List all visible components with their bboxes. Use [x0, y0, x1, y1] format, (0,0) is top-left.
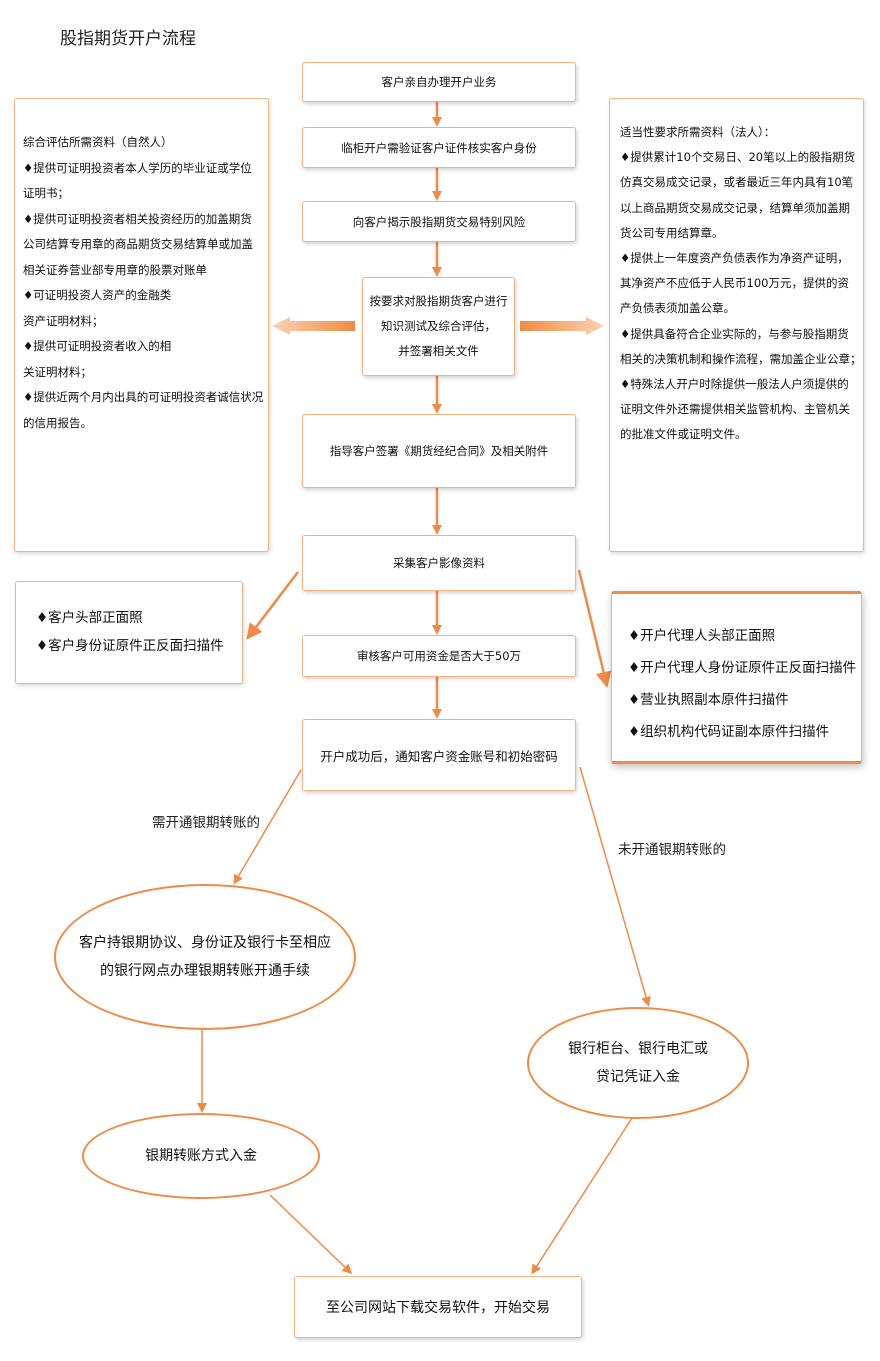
step-6-box: 采集客户影像资料 [302, 535, 576, 591]
ellipse-line: 贷记凭证入金 [596, 1069, 680, 1085]
left-panel-line: 证明书； [23, 186, 69, 200]
left-image-item: ♦客户头部正面照 [36, 610, 143, 626]
right-image-requirements: ♦开户代理人头部正面照 ♦开户代理人身份证原件正反面扫描件 ♦营业执照副本原件扫… [611, 591, 862, 764]
arrow-to-right-panel [520, 317, 604, 335]
branch-label-right: 未开通银期转账的 [618, 842, 726, 858]
arrow-to-left-branch [233, 769, 302, 885]
ellipse-line: 银行柜台、银行电汇或 [568, 1041, 708, 1057]
right-panel-line: 证明文件外还需提供相关监管机构、主管机关 [620, 402, 850, 417]
step-2-box: 临柜开户需验证客户证件核实客户身份 [302, 127, 576, 168]
step-5-box: 指导客户签署《期货经纪合同》及相关附件 [302, 414, 576, 488]
right-panel-line: 的批准文件或证明文件。 [620, 427, 747, 442]
arrow-right-ellipse-final [531, 1117, 633, 1275]
step-8-box: 开户成功后，通知客户资金账号和初始密码 [302, 719, 576, 791]
right-panel-line: 货公司专用结算章。 [620, 225, 724, 240]
bank-transfer-deposit-ellipse: 银期转账方式入金 [82, 1113, 320, 1199]
left-image-item: ♦客户身份证原件正反面扫描件 [36, 638, 224, 654]
left-panel-line: 相关证券营业部专用章的股票对账单 [23, 262, 207, 277]
left-panel-line: 的信用报告。 [23, 415, 92, 430]
left-image-requirements: ♦客户头部正面照 ♦客户身份证原件正反面扫描件 [15, 581, 243, 684]
arrow-ellipse2-final [269, 1194, 353, 1275]
right-panel-line: ♦提供累计10个交易日、20笔以上的股指期货 [620, 150, 856, 165]
step-4-line-1: 按要求对股指期货客户进行 [369, 294, 508, 308]
step-7-box: 审核客户可用资金是否大于50万 [302, 635, 576, 677]
right-image-item: ♦组织机构代码证副本原件扫描件 [628, 724, 830, 740]
left-panel-line: ♦提供近两个月内出具的可证明投资者诚信状况 [23, 390, 264, 404]
right-panel-line: 相关的决策机制和操作流程，需加盖企业公章； [620, 351, 862, 366]
ellipse-line: 客户持银期协议、身份证及银行卡至相应 [79, 935, 331, 951]
left-panel-line: ♦提供可证明投资者相关投资经历的加盖期货 [23, 211, 252, 226]
arrow-to-right-images [577, 569, 612, 688]
right-panel-line: ♦提供具备符合企业实际的，与参与股指期货 [620, 326, 849, 341]
left-panel-line: 关证明材料； [23, 364, 92, 379]
page-title: 股指期货开户流程 [60, 29, 196, 49]
final-step-box: 至公司网站下载交易软件，开始交易 [294, 1276, 582, 1338]
right-panel-line: ♦特殊法人开户时除提供一般法人户须提供的 [620, 377, 849, 392]
branch-label-left: 需开通银期转账的 [152, 815, 260, 831]
arrow-to-left-images [246, 571, 299, 640]
counter-deposit-ellipse: 银行柜台、银行电汇或 贷记凭证入金 [527, 1007, 749, 1119]
right-image-item: ♦开户代理人头部正面照 [628, 628, 776, 644]
arrow-to-left-panel [272, 317, 355, 335]
right-panel-line: ♦提供上一年度资产负债表作为净资产证明， [620, 251, 849, 266]
left-panel-line: ♦提供可证明投资者收入的相 [23, 339, 172, 353]
right-panel-line: 其净资产不应低于人民币100万元，提供的资 [620, 276, 849, 291]
right-panel-line: 适当性要求所需资料（法人）： [620, 125, 776, 139]
left-panel-line: 公司结算专用章的商品期货交易结算单或加盖 [23, 237, 253, 251]
step-3-box: 向客户揭示股指期货交易特别风险 [302, 201, 576, 242]
right-image-item: ♦开户代理人身份证原件正反面扫描件 [628, 660, 857, 676]
left-panel-line: ♦提供可证明投资者本人学历的毕业证或学位 [23, 160, 252, 175]
step-4-line-2: 知识测试及综合评估， [381, 319, 496, 333]
right-image-item: ♦营业执照副本原件扫描件 [628, 692, 789, 708]
right-requirements-panel: 适当性要求所需资料（法人）： ♦提供累计10个交易日、20笔以上的股指期货 仿真… [609, 98, 864, 552]
left-panel-line: 综合评估所需资料（自然人） [23, 135, 173, 149]
left-requirements-panel: 综合评估所需资料（自然人） ♦提供可证明投资者本人学历的毕业证或学位 证明书； … [14, 98, 269, 552]
left-panel-line: ♦可证明投资人资产的金融类 [23, 288, 172, 302]
right-panel-line: 仿真交易成交记录，或者最近三年内具有10笔 [620, 175, 854, 190]
right-panel-line: 以上商品期货交易成交记录，结算单须加盖期 [620, 200, 850, 215]
step-4-line-3: 并签署相关文件 [398, 344, 479, 358]
step-1-box: 客户亲自办理开户业务 [302, 62, 576, 102]
arrow-to-right-branch [579, 766, 651, 1007]
left-panel-line: 资产证明材料； [23, 313, 104, 328]
ellipse-line: 的银行网点办理银期转账开通手续 [100, 963, 310, 979]
bank-transfer-setup-ellipse: 客户持银期协议、身份证及银行卡至相应 的银行网点办理银期转账开通手续 [54, 884, 356, 1030]
step-4-box: 按要求对股指期货客户进行 知识测试及综合评估， 并签署相关文件 [362, 277, 515, 376]
right-panel-line: 产负债表须加盖公章。 [620, 301, 735, 316]
